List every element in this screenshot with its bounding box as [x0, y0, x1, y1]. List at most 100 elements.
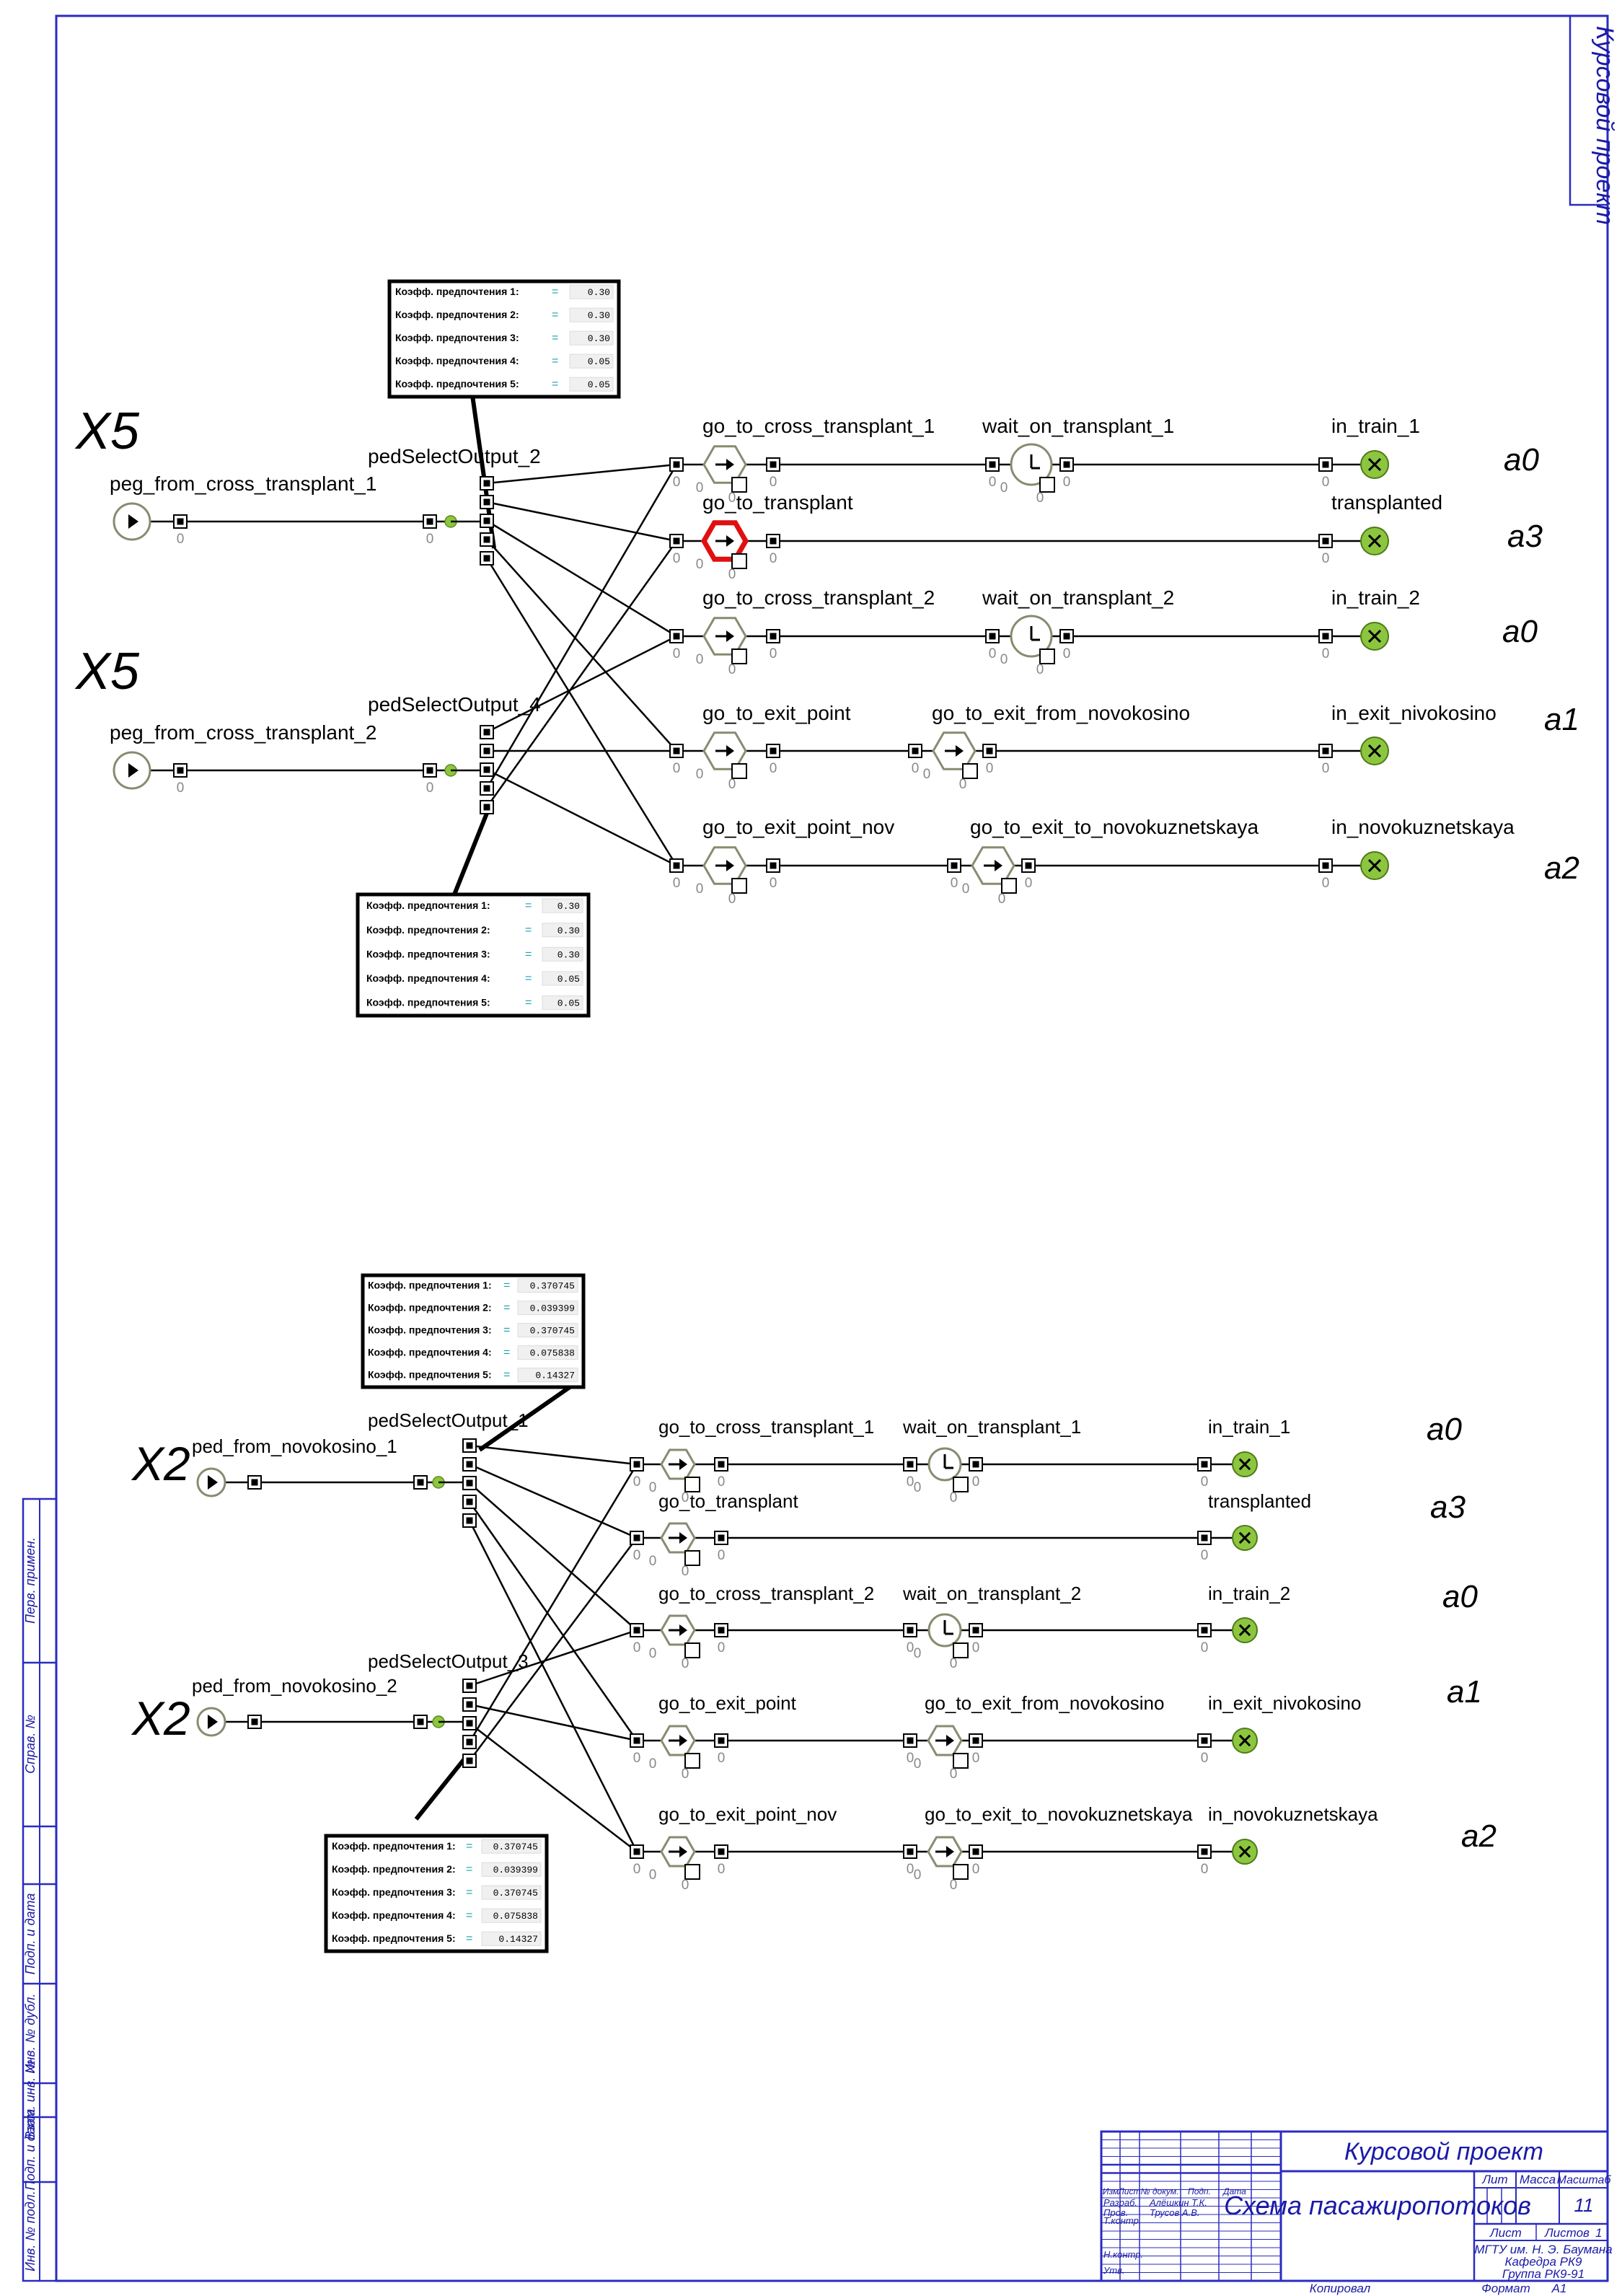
pref-eq: = — [525, 900, 532, 912]
sink-port-core — [1201, 1461, 1208, 1468]
pref-eq: = — [525, 924, 532, 936]
count-label: 0 — [972, 1474, 980, 1490]
go-block-label: go_to_cross_transplant_1 — [702, 415, 935, 437]
count-label: 0 — [1201, 1862, 1209, 1877]
sink-port-core — [1322, 461, 1329, 468]
go-out-port-core — [718, 1534, 725, 1541]
go-out-port-core — [770, 537, 777, 545]
mid-out-port-core — [986, 747, 993, 755]
sink-x-mark — [1238, 1845, 1251, 1858]
count-label: 0 — [728, 777, 736, 792]
pref-eq: = — [525, 972, 532, 985]
org-line-1: МГТУ им. Н. Э. Баумана — [1474, 2243, 1612, 2256]
source-out-port-core — [417, 1479, 424, 1486]
pref-value: 0.30 — [557, 949, 580, 960]
pref-eq: = — [503, 1280, 510, 1292]
pref-eq: = — [552, 332, 558, 344]
go-block-flag — [731, 878, 747, 894]
count-label: 0 — [1036, 662, 1044, 677]
source-label: ped_from_novokosino_2 — [192, 1675, 397, 1697]
mid-block-flag — [953, 1753, 969, 1769]
count-label: 0 — [177, 780, 185, 796]
select-output-port-core — [466, 1442, 473, 1449]
arrow-icon — [946, 1846, 954, 1857]
select-output-label: pedSelectOutput_1 — [368, 1409, 529, 1431]
mid-out-port-core — [972, 1848, 979, 1855]
sink-port-core — [1322, 747, 1329, 755]
mid-in-port-core — [907, 1627, 914, 1634]
count-label: 0 — [950, 1490, 958, 1505]
mid-out-port-core — [1025, 862, 1032, 869]
pref-value: 0.14327 — [498, 1934, 538, 1945]
go-block-label: go_to_cross_transplant_2 — [658, 1583, 874, 1604]
select-output-port-core — [483, 785, 490, 792]
count-label: 0 — [1322, 646, 1330, 661]
role-name: Алёшкин Т.К. — [1149, 2197, 1207, 2208]
mid-in-port-core — [907, 1461, 914, 1468]
pref-value: 0.039399 — [493, 1865, 538, 1875]
hand-note: а3 — [1430, 1490, 1465, 1525]
pref-label: Коэфф. предпочтения 2: — [368, 1302, 492, 1314]
count-label: 0 — [1322, 761, 1330, 776]
play-icon — [208, 1475, 218, 1490]
count-label: 0 — [962, 881, 970, 897]
project-title: Курсовой проект — [1344, 2138, 1543, 2165]
count-label: 0 — [696, 652, 704, 667]
arrow-icon — [946, 1735, 954, 1746]
drawing-title: Схема пасажиропотоков — [1224, 2191, 1531, 2220]
count-label: 0 — [1322, 475, 1330, 490]
go-block-flag — [684, 1864, 700, 1880]
source-port-core — [251, 1479, 258, 1486]
count-label: 0 — [682, 1490, 689, 1505]
format-value: А1 — [1551, 2282, 1567, 2295]
pref-label: Коэфф. предпочтения 3: — [366, 948, 490, 959]
role-label: Пров. — [1103, 2207, 1128, 2218]
count-label: 0 — [682, 1878, 689, 1893]
mid-block-flag — [1001, 878, 1017, 894]
multiplier-note: X5 — [74, 403, 140, 460]
go-block-flag — [684, 1753, 700, 1769]
corner-stamp: Курсовой проект — [1569, 14, 1618, 225]
mass-label: Масса — [1520, 2173, 1556, 2186]
mid-out-port-core — [1063, 633, 1070, 640]
go-in-port-core — [633, 1534, 640, 1541]
count-label: 0 — [682, 1656, 689, 1671]
count-label: 0 — [673, 876, 681, 891]
sink-label: in_train_1 — [1208, 1416, 1290, 1438]
pref-value: 0.370745 — [493, 1888, 538, 1899]
routing-line — [469, 1703, 638, 1742]
side-field-label: Справ. № — [23, 1715, 38, 1774]
pref-eq: = — [525, 997, 532, 1009]
pref-eq: = — [552, 378, 558, 390]
source-label: ped_from_novokosino_1 — [192, 1435, 397, 1457]
source-label: peg_from_cross_transplant_1 — [110, 472, 376, 495]
sheet-label: Лист — [1489, 2226, 1522, 2240]
routing-line — [486, 519, 677, 638]
pref-label: Коэфф. предпочтения 1: — [395, 286, 519, 297]
count-label: 0 — [1000, 480, 1008, 496]
count-label: 0 — [696, 557, 704, 572]
arrow-icon — [679, 1735, 687, 1746]
count-label: 0 — [989, 646, 997, 661]
go-block-label: go_to_exit_point — [702, 702, 851, 724]
select-output-port-core — [466, 1498, 473, 1505]
sink-x-mark — [1367, 457, 1382, 472]
count-label: 0 — [728, 491, 736, 506]
pref-eq: = — [466, 1863, 472, 1875]
pref-value: 0.039399 — [530, 1303, 575, 1314]
count-label: 0 — [633, 1548, 641, 1563]
preference-table-leader — [414, 1756, 467, 1821]
sink-label: in_novokuznetskaya — [1331, 816, 1515, 838]
hand-note: а3 — [1507, 519, 1543, 554]
count-label: 0 — [972, 1751, 980, 1766]
routing-line — [468, 1501, 638, 1741]
mid-block-label: wait_on_transplant_1 — [982, 415, 1174, 437]
